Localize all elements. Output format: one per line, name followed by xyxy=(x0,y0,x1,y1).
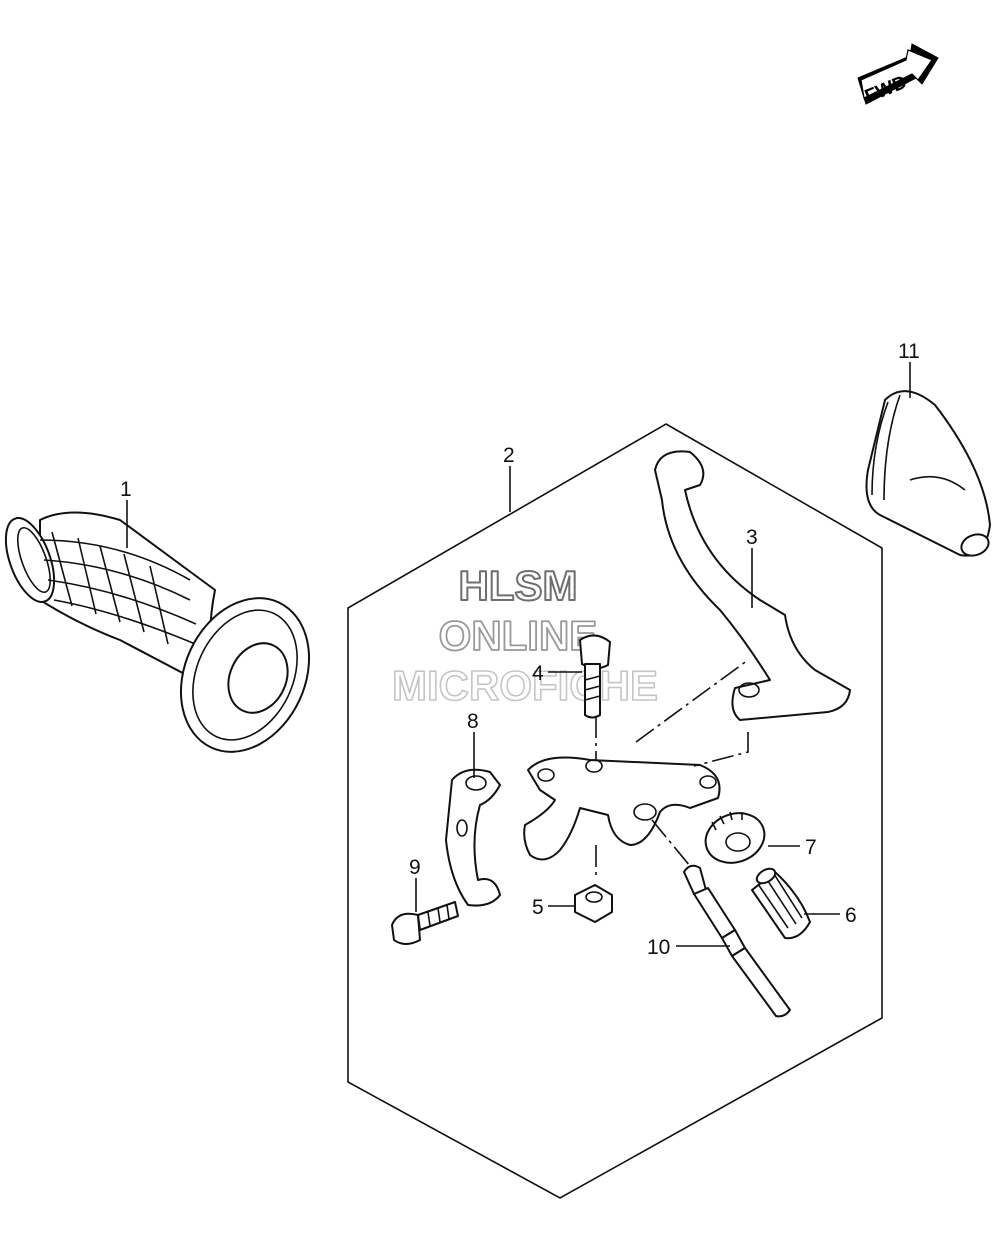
callout-4: 4 xyxy=(532,662,544,685)
nut-part xyxy=(574,884,613,923)
callout-1: 1 xyxy=(120,478,132,501)
leader-lines xyxy=(126,362,911,947)
lever-cover-part xyxy=(865,390,991,557)
lever-holder-part xyxy=(523,756,721,861)
adjuster-nut-part xyxy=(704,811,766,864)
watermark: HLSM ONLINE MICROFICHE xyxy=(391,561,659,710)
pivot-bolt-part xyxy=(579,634,611,719)
watermark-line1: HLSM xyxy=(459,562,578,609)
lever-part xyxy=(654,450,851,721)
callout-8: 8 xyxy=(467,710,479,733)
adjuster-bolt-part xyxy=(751,867,811,940)
callout-11: 11 xyxy=(898,340,920,363)
callout-5: 5 xyxy=(532,896,544,919)
callout-2: 2 xyxy=(503,444,515,467)
callout-3: 3 xyxy=(746,526,758,549)
assembly-lines xyxy=(595,659,749,880)
clamp-bolt-part xyxy=(391,901,459,945)
assembly-outline xyxy=(347,423,883,1199)
callout-9: 9 xyxy=(409,856,421,879)
clamp-part xyxy=(445,768,501,907)
grip-part xyxy=(4,511,311,753)
cable-end-part xyxy=(683,864,791,1018)
callout-6: 6 xyxy=(845,904,857,927)
watermark-line3: MICROFICHE xyxy=(392,662,658,709)
fwd-arrow-icon: FWD xyxy=(857,43,939,108)
callout-10: 10 xyxy=(647,936,670,959)
watermark-line2: ONLINE xyxy=(439,612,598,659)
callout-7: 7 xyxy=(805,836,817,859)
